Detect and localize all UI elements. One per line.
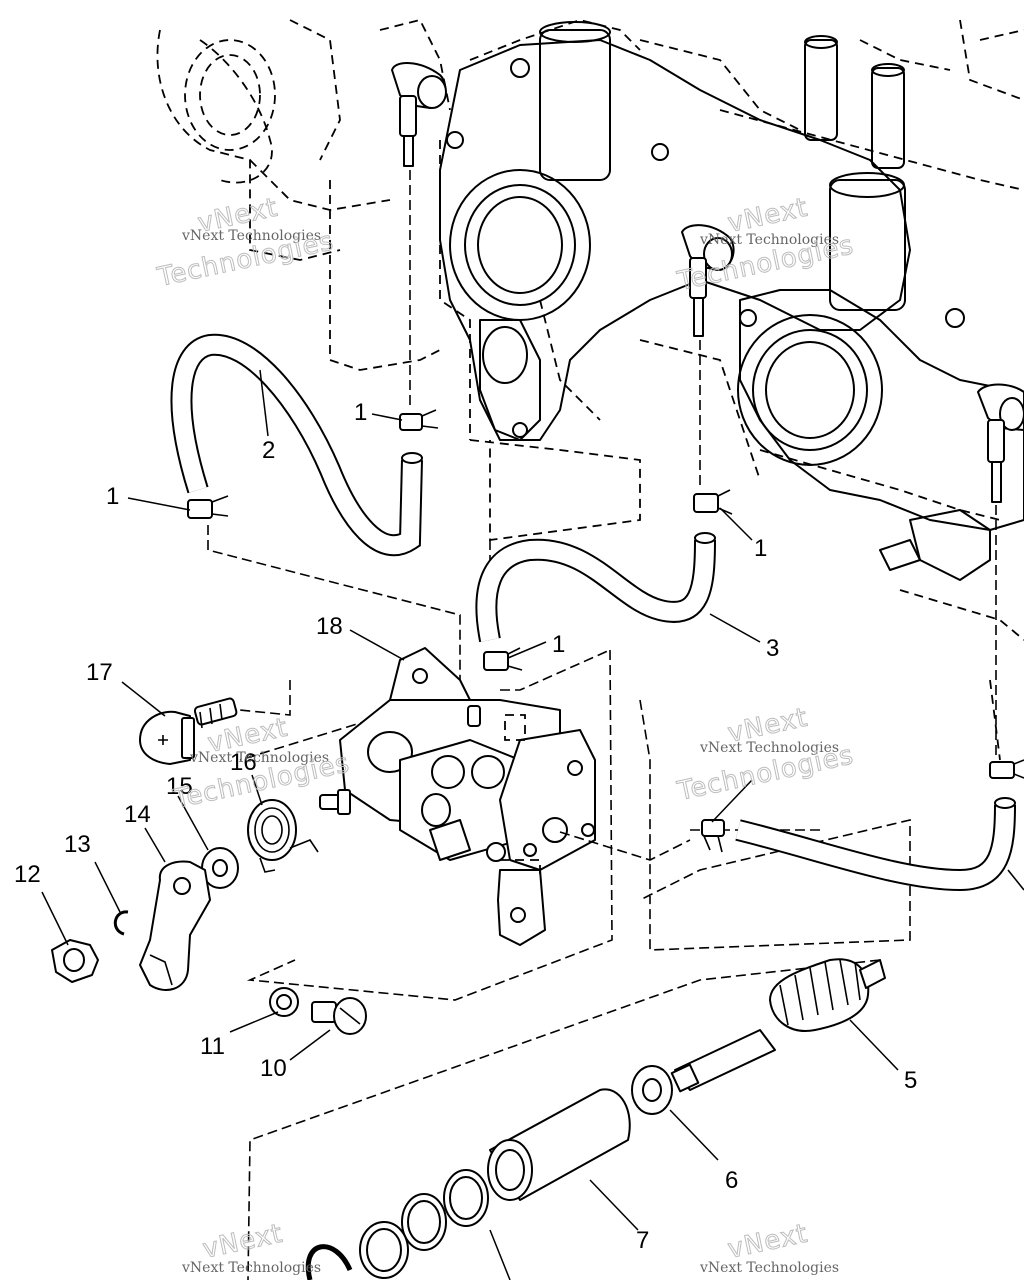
elbow-fitting-right (977, 383, 1024, 503)
oil-pump (319, 647, 691, 946)
pump-drive-gear (670, 958, 886, 1093)
lock-nut (51, 939, 99, 983)
svg-text:vNext: vNext (725, 1219, 810, 1265)
svg-text:vNext Technologies: vNext Technologies (699, 232, 839, 248)
circlip (113, 910, 129, 936)
svg-text:vNext Technologies: vNext Technologies (699, 740, 839, 756)
callout-10: 10 (260, 1055, 287, 1082)
svg-text:vNext Technologies: vNext Technologies (189, 750, 329, 766)
svg-text:vNext Technologies: vNext Technologies (181, 1260, 321, 1276)
callout-5: 5 (904, 1067, 917, 1094)
callout-1-a: 1 (354, 399, 367, 426)
callout-11: 11 (200, 1033, 225, 1060)
pump-lever (139, 860, 211, 991)
o-rings (305, 1169, 489, 1280)
callout-16: 16 (230, 749, 257, 776)
callout-3: 3 (766, 635, 779, 662)
svg-text:vNext Technologies: vNext Technologies (699, 1260, 839, 1276)
callout-labels: 1 1 1 1 2 3 5 6 7 10 11 12 13 14 15 16 1… (14, 399, 917, 1254)
callout-14: 14 (124, 801, 151, 828)
hose-clamp (989, 759, 1024, 779)
callout-1-d: 1 (552, 631, 565, 658)
callout-1-b: 1 (106, 483, 119, 510)
watermark-mid-right: vNext vNext Technologies Technologies (674, 702, 857, 807)
callout-12: 12 (14, 861, 41, 888)
elbow-fitting-center (681, 224, 735, 337)
svg-text:vNext: vNext (200, 1219, 285, 1265)
callout-13: 13 (64, 831, 91, 858)
watermark-bottom-left: vNext vNext Technologies (181, 1218, 321, 1276)
banjo-bolt (139, 697, 238, 765)
screw-10 (311, 997, 367, 1035)
callout-7: 7 (636, 1227, 649, 1254)
washer-6 (631, 1065, 673, 1115)
callout-1-c: 1 (754, 535, 767, 562)
callout-6: 6 (725, 1167, 738, 1194)
callout-18: 18 (316, 613, 343, 640)
washer-11 (269, 987, 299, 1017)
elbow-fitting-left (391, 62, 447, 167)
assembly-lines (207, 170, 997, 1280)
return-spring (247, 799, 319, 873)
bushing-7 (487, 1088, 631, 1201)
leader-lines (41, 369, 899, 1280)
callout-15: 15 (166, 773, 193, 800)
hose-clamp (399, 409, 439, 431)
callout-2: 2 (262, 437, 275, 464)
hose-clamp (187, 495, 229, 519)
hose-clamp (483, 647, 523, 671)
hose-clamp (693, 489, 733, 515)
hose-2 (170, 333, 423, 557)
watermark-bottom-right: vNext vNext Technologies (699, 1218, 839, 1276)
hose-clamp (701, 819, 725, 853)
hose-3 (475, 532, 716, 643)
hose-right (735, 797, 1024, 892)
watermark-top-left: vNext vNext Technologies Technologies (154, 192, 337, 293)
engine-block-outline (156, 18, 1024, 761)
callout-17: 17 (86, 659, 113, 686)
svg-text:vNext Technologies: vNext Technologies (181, 228, 321, 244)
